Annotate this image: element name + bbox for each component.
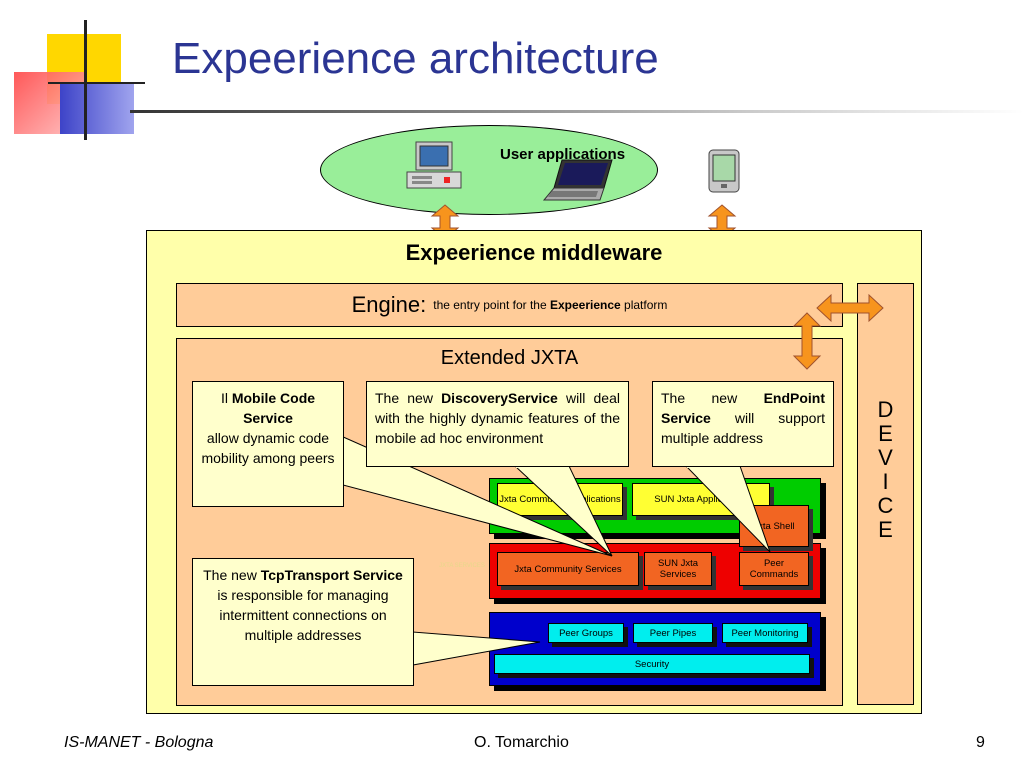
- endpoint-prefix: The new: [661, 390, 764, 406]
- peer-pipes: Peer Pipes: [633, 623, 713, 643]
- user-applications-label: User applications: [500, 146, 626, 163]
- security: Security: [494, 654, 810, 674]
- footer-center: O. Tomarchio: [474, 734, 569, 751]
- device-letter: E: [878, 517, 893, 542]
- discovery-rest: will deal with the highly dynamic featur…: [375, 390, 620, 446]
- peer-monitoring: Peer Monitoring: [722, 623, 808, 643]
- decorative-corner-graphic: [0, 20, 145, 140]
- device-letter: D: [877, 397, 894, 422]
- discovery-callout: The new DiscoveryService will deal with …: [366, 381, 629, 467]
- device-letter: C: [877, 493, 894, 518]
- footer-left: IS-MANET - Bologna: [64, 734, 214, 751]
- peer-commands: Peer Commands: [739, 552, 809, 586]
- tcp-rest: is responsible for managing intermittent…: [217, 587, 389, 643]
- mobile-code-bold: Mobile Code Service: [231, 390, 316, 426]
- title-rule: [130, 110, 1024, 113]
- engine-bar: Engine: the entry point for the Expeerie…: [176, 283, 843, 327]
- engine-desc-suffix: platform: [620, 298, 668, 312]
- peer-groups: Peer Groups: [548, 623, 624, 643]
- engine-device-arrow: [816, 293, 884, 323]
- engine-label: Engine:: [351, 292, 427, 317]
- blue-square: [60, 82, 134, 134]
- engine-desc-bold: Expeerience: [549, 298, 621, 312]
- device-column: [857, 283, 914, 705]
- slide-title: Expeerience architecture: [172, 34, 659, 83]
- discovery-prefix: The new: [375, 390, 442, 406]
- pda-icon: [708, 149, 740, 193]
- discovery-bold: DiscoveryService: [441, 390, 558, 406]
- extended-jxta-label: Extended JXTA: [440, 347, 579, 369]
- mobile-code-prefix: Il: [220, 390, 232, 406]
- desktop-computer-icon: [406, 141, 462, 189]
- middleware-title: Expeerience middleware: [405, 240, 663, 265]
- laptop-icon: [542, 159, 613, 201]
- horizontal-line: [48, 82, 145, 84]
- endpoint-bold: EndPoint Service: [661, 390, 825, 426]
- device-letter: I: [882, 469, 889, 494]
- tcp-prefix: The new: [203, 567, 261, 583]
- mobile-code-rest: allow dynamic code mobility among peers: [201, 430, 335, 466]
- engine-extended-arrow: [792, 312, 822, 370]
- jxta-community-services: Jxta Community Services: [497, 552, 639, 586]
- device-letters: D E V I C E: [857, 398, 914, 542]
- vertical-line: [84, 20, 87, 140]
- tcp-transport-callout: The new TcpTransport Service is responsi…: [192, 558, 414, 686]
- mobile-code-callout: Il Mobile Code Service allow dynamic cod…: [192, 381, 344, 507]
- sun-jxta-services: SUN Jxta Services: [644, 552, 712, 586]
- device-letter: E: [878, 421, 893, 446]
- jxta-services-side-label: JXTA SERVICES: [439, 563, 485, 569]
- device-letter: V: [878, 445, 893, 470]
- page-number: 9: [976, 734, 985, 751]
- endpoint-rest: will support multiple address: [661, 410, 825, 446]
- engine-desc-prefix: the entry point for the: [433, 298, 550, 312]
- endpoint-callout: The new EndPoint Service will support mu…: [652, 381, 834, 467]
- tcp-bold: TcpTransport Service: [260, 567, 403, 583]
